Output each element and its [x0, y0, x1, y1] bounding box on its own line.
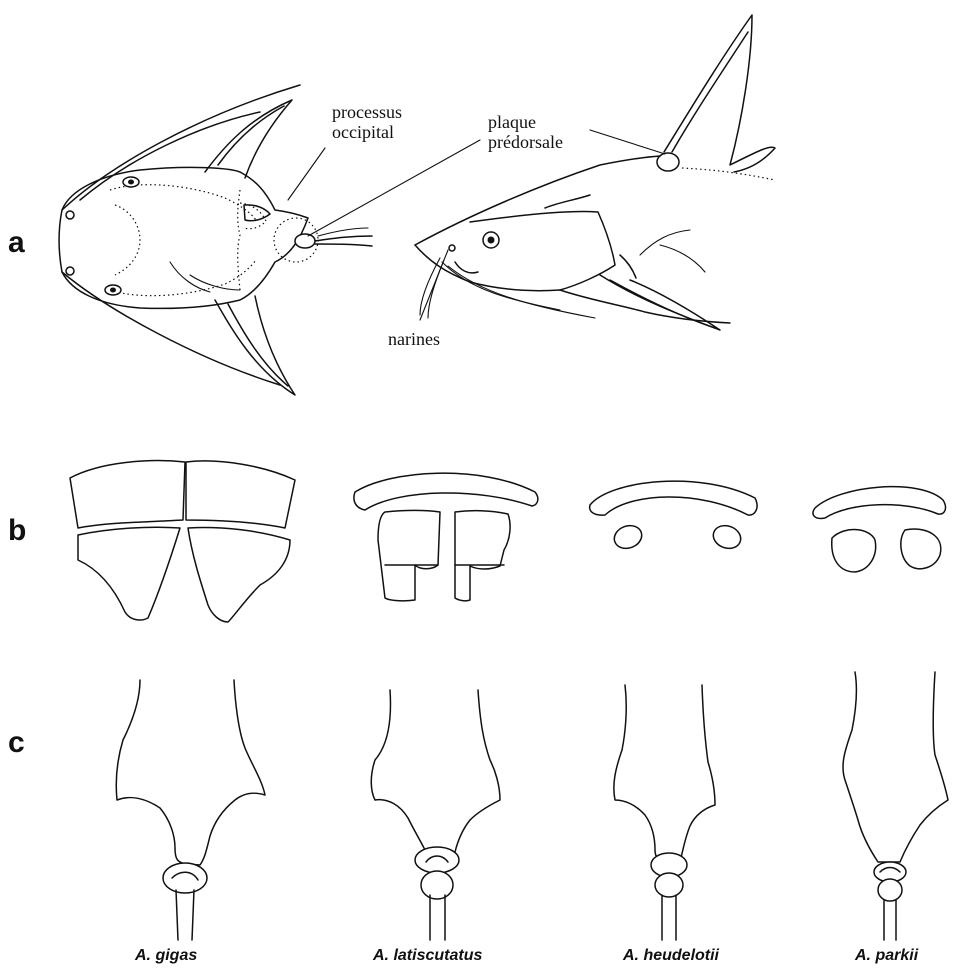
occipital-a-gigas [116, 680, 265, 940]
mouth [455, 262, 478, 273]
leader-narines [420, 250, 448, 320]
lower-body-outline [62, 272, 280, 385]
dorsal-fin [664, 15, 775, 172]
species-label-heudelotii: A. heudelotii [622, 947, 720, 964]
panel-label-b: b [8, 514, 26, 547]
plates-a-heudelotii [590, 481, 757, 552]
occipital-a-latiscutatus [371, 690, 500, 940]
leader-processus [288, 148, 325, 200]
lateral-pectoral-fin [600, 275, 720, 330]
occipital-a-heudelotii [614, 685, 715, 940]
plates-a-parkii [813, 487, 945, 572]
panel-label-c: c [8, 726, 25, 759]
leader-plaque-dorsal [308, 140, 480, 236]
upper-pectoral-fin [205, 100, 292, 178]
annotation-occipital: occipital [332, 122, 394, 142]
leader-plaque-lateral [590, 130, 665, 154]
annotation-predorsale: prédorsale [488, 132, 563, 152]
annotation-processus: processus [332, 102, 402, 122]
lateral-nostril [449, 245, 455, 251]
species-label-latiscutatus: A. latiscutatus [372, 947, 482, 964]
nostril-upper [66, 211, 74, 219]
occipital-process-outline [244, 205, 270, 221]
lateral-back-outline [415, 156, 660, 245]
species-label-parkii: A. parkii [854, 947, 919, 964]
occipital-a-parkii [843, 672, 948, 940]
panel-label-a: a [8, 226, 25, 259]
annotation-plaque: plaque [488, 112, 536, 132]
species-label-gigas: A. gigas [134, 947, 197, 964]
plates-a-latiscutatus [354, 473, 538, 601]
fish-dorsal-view [59, 85, 372, 395]
head-shield [59, 167, 308, 308]
predorsal-plate [295, 234, 315, 248]
plates-a-gigas [70, 461, 295, 622]
lateral-belly-outline [415, 245, 730, 323]
lower-pectoral-fin [215, 296, 295, 395]
nostril-lower [66, 267, 74, 275]
annotation-narines: narines [388, 329, 440, 349]
fish-lateral-view [415, 15, 775, 330]
